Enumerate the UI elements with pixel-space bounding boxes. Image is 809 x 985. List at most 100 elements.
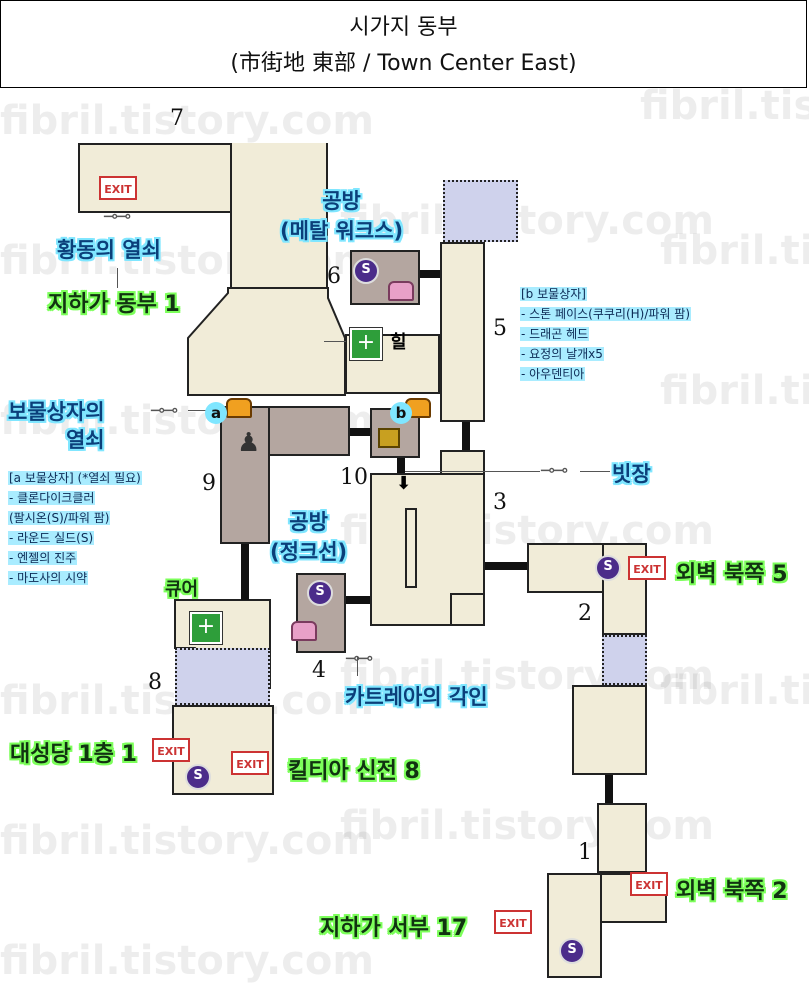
map-subtitle: (市街地 東部 / Town Center East) [230,51,577,76]
shop-icon[interactable]: S [353,258,379,284]
exit-icon[interactable]: EXIT [99,176,137,200]
exit-icon[interactable]: EXIT [630,872,668,896]
statue-icon: ♟ [237,428,261,458]
connector [241,544,249,600]
list-item: [b 보물상자] [520,287,587,301]
key-icon: ⊸⊸ [540,460,568,481]
room-unexplored-mid[interactable] [602,635,647,685]
heal-icon: + [349,327,383,361]
arrow-down-icon: ⬇ [396,473,412,494]
treasure-list-a: [a 보물상자] (*열쇠 필요) - 클론다이크클러 (팔시온(S)/파워 팜… [8,468,142,588]
connector [485,562,527,570]
label-outer-wall-north-2[interactable]: 외벽 북쪽 2 [676,879,788,904]
watermark: fibril.tistory.com [660,668,809,714]
map-area: fibril.tistory.com fibril.tistory.com fi… [0,83,809,985]
connector [346,596,370,604]
watermark: fibril.tistory.com [0,98,375,144]
stairs [405,508,417,588]
room-number-5: 5 [493,316,507,341]
room-number-10: 10 [340,465,368,490]
room-corridor[interactable] [572,685,647,775]
watermark: fibril.tistory.com [340,198,715,244]
list-item: - 마도사의 시약 [8,571,89,585]
label-kiltia-temple[interactable]: 킬티아 신전 8 [288,759,420,784]
room-number-1: 1 [578,840,592,865]
key-icon: ⊸⊸ [103,206,131,227]
treasure-chest-a-icon[interactable] [226,398,252,418]
shop-icon[interactable]: S [595,555,621,581]
label-latch: 빗장 [612,462,651,486]
label-workshop-junk: 공방 (정크선) [270,510,348,564]
connector [605,775,613,803]
watermark: fibril.tistory.com [340,653,715,699]
list-item: - 드래곤 헤드 [520,327,590,341]
room-number-2: 2 [578,601,592,626]
connector [462,422,470,450]
connector [397,458,405,476]
map-header: 시가지 동부 (市街地 東部 / Town Center East) [0,0,807,88]
room-number-8: 8 [148,670,162,695]
leader-line [357,656,358,676]
chest-icon[interactable] [388,281,414,301]
room-number-4: 4 [312,658,326,683]
room-3-alcove [450,593,485,626]
exit-icon[interactable]: EXIT [231,751,269,775]
exit-icon[interactable]: EXIT [628,556,666,580]
leader-line [117,268,118,288]
exit-icon[interactable]: EXIT [494,910,532,934]
room-unexplored-8[interactable] [175,648,270,705]
leader-line [324,341,346,342]
label-underground-west[interactable]: 지하가 서부 17 [320,916,468,941]
chest-icon[interactable] [291,621,317,641]
label-outer-wall-north-5[interactable]: 외벽 북쪽 5 [676,562,788,587]
list-item: [a 보물상자] (*열쇠 필요) [8,471,142,485]
label-heal: 힐 [390,332,407,353]
leader-line [188,410,208,411]
label-brass-key: 황동의 열쇠 [57,238,161,262]
treasure-list-b: [b 보물상자] - 스톤 페이스(쿠쿠리(H)/파워 팜) - 드래곤 헤드 … [520,284,692,384]
shop-icon[interactable]: S [307,580,333,606]
leader-line [405,471,540,472]
watermark: fibril.tistory.com [660,368,809,414]
label-workshop-metal: 공방 (메탈 워크스) [280,189,404,243]
room-number-6: 6 [327,264,341,289]
list-item: - 요정의 날개x5 [520,347,604,361]
label-katria-seal: 카트레아의 각인 [345,685,488,709]
label-cathedral-1f[interactable]: 대성당 1층 1 [10,742,137,767]
label-underground-east[interactable]: 지하가 동부 1 [48,292,180,317]
room-5[interactable] [440,242,485,422]
room-unexplored-top[interactable] [443,180,518,242]
room-number-7: 7 [170,106,184,131]
connector [420,270,442,278]
key-icon: ⊸⊸ [345,648,373,669]
watermark: fibril.tistory.com [640,83,809,129]
room-number-3: 3 [493,490,507,515]
watermark: fibril.tistory.com [340,803,715,849]
marker-a: a [205,402,227,424]
connector [350,428,370,436]
room-3[interactable] [370,473,485,626]
crate-icon [378,428,400,448]
room-1-top[interactable] [597,803,647,873]
shop-icon[interactable]: S [559,938,585,964]
shop-icon[interactable]: S [185,764,211,790]
cure-icon: + [189,611,223,645]
watermark: fibril.tistory.com [660,228,809,274]
leader-line [580,471,610,472]
map-title: 시가지 동부 [349,15,458,40]
list-item: - 엔젤의 진주 [8,551,78,565]
label-cure: 큐어 [165,579,199,600]
watermark: fibril.tistory.com [0,818,375,864]
list-item: - 라운드 실드(S) [8,531,95,545]
room-9-side[interactable] [220,406,270,544]
room-number-9: 9 [202,471,216,496]
list-item: (팔시온(S)/파워 팜) [8,511,111,525]
exit-icon[interactable]: EXIT [152,738,190,762]
marker-b: b [390,402,412,424]
list-item: - 아우덴티아 [520,367,586,381]
list-item: - 스톤 페이스(쿠쿠리(H)/파워 팜) [520,307,692,321]
watermark: fibril.tistory.com [0,938,375,984]
label-treasure-key: 보물상자의 열쇠 [8,400,105,452]
key-icon: ⊸⊸ [150,400,178,421]
list-item: - 클론다이크클러 [8,491,96,505]
